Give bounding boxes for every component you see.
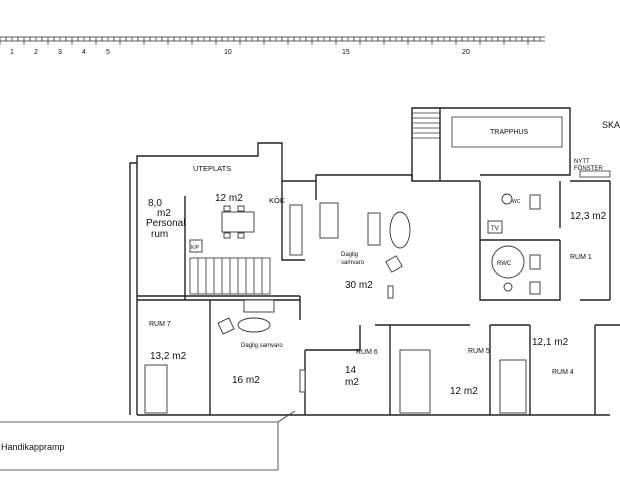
scale-ticks	[0, 37, 541, 45]
table-2	[237, 317, 271, 333]
kitchen-counter	[289, 204, 303, 256]
uteplats-label: UTEPLATS	[193, 164, 231, 173]
furniture	[144, 193, 541, 414]
handikappramp-label: Handikappramp	[1, 442, 65, 452]
room-labels: UTEPLATS 12 m2 KÖK 8,0 m2 Personal rum K…	[1, 120, 620, 452]
scale-label-2: 2	[34, 49, 38, 56]
personal-label-1: Personal	[146, 218, 185, 229]
rum4-label: RUM 4	[552, 369, 574, 376]
ska-label: SKA	[602, 120, 620, 130]
sofa-2	[243, 299, 275, 313]
dining-table	[221, 211, 255, 233]
area-12-1-label: 12,1 m2	[532, 337, 569, 348]
rwc-label: RWC	[497, 261, 512, 267]
tv-label: TV	[491, 226, 499, 232]
daglig-samvaro-2-label: Daglig samvaro	[241, 343, 283, 349]
coffee-table	[389, 211, 411, 249]
stair-treads	[412, 112, 440, 139]
rwc-bowl	[491, 245, 525, 279]
scale-label-4: 4	[82, 49, 86, 56]
area-14-label-1: 14	[345, 365, 357, 376]
area-8-label-2: m2	[157, 208, 171, 219]
kp-label: K/P	[191, 245, 200, 251]
scale-bar: 1 2 3 4 5 10 15 20	[0, 36, 545, 56]
nytt-label-1: NYTT	[574, 159, 590, 165]
trapphus-label: TRAPPHUS	[490, 129, 528, 136]
scale-label-10: 10	[224, 49, 232, 56]
trapphus-stairwell	[411, 107, 611, 181]
daglig-label-1: Daglig	[341, 252, 358, 258]
rum5-label: RUM 5	[468, 348, 490, 355]
area-30-label: 30 m2	[345, 280, 373, 291]
wc-bowl	[501, 193, 513, 205]
area-16-label: 16 m2	[232, 375, 260, 386]
scale-label-5: 5	[106, 49, 110, 56]
personal-label-2: rum	[151, 229, 168, 240]
scale-label-1: 1	[10, 49, 14, 56]
exterior-walls	[0, 142, 611, 471]
area-12b-label: 12 m2	[450, 386, 478, 397]
nytt-label-2: FÖNSTER	[574, 165, 603, 172]
sofa	[319, 202, 339, 239]
armchair	[385, 255, 403, 273]
rum6-label: RUM 6	[356, 349, 378, 356]
area-12-3-label: 12,3 m2	[570, 211, 607, 222]
area-12-label: 12 m2	[215, 193, 243, 204]
scale-label-3: 3	[58, 49, 62, 56]
internal-stairs	[189, 257, 271, 295]
scale-label-15: 15	[342, 49, 350, 56]
scale-label-20: 20	[462, 49, 470, 56]
area-14-label-2: m2	[345, 377, 359, 388]
wc-label: WC	[512, 199, 521, 205]
area-13-2-label: 13,2 m2	[150, 351, 187, 362]
rum7-label: RUM 7	[149, 321, 171, 328]
kok-label: KÖK	[269, 196, 285, 205]
area-8-label-1: 8,0	[148, 198, 162, 209]
rum1-label: RUM 1	[570, 254, 592, 261]
daglig-label-2: samvaro	[341, 260, 365, 266]
